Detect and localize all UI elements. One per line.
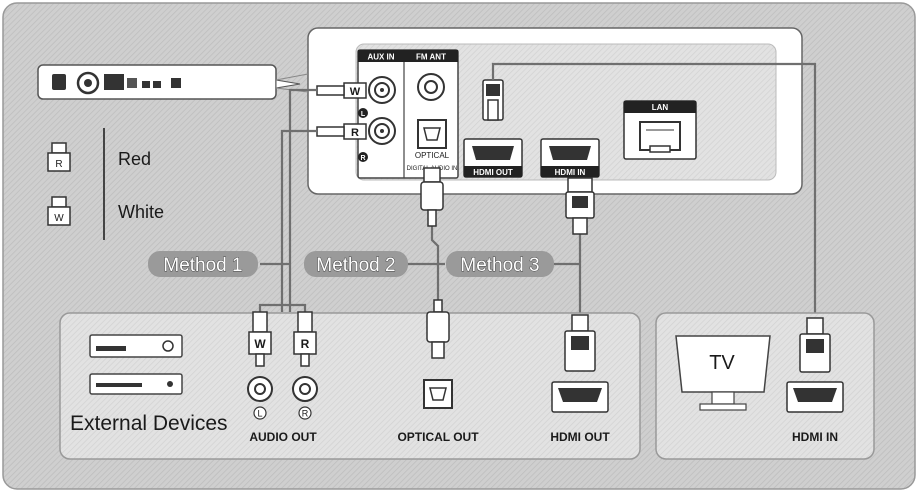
- hdmi-out-jack-external: [551, 381, 609, 413]
- optical-label: OPTICAL: [415, 151, 450, 160]
- aux-fm-optical-block: AUX IN FM ANT L R OPTICAL DIGITAL AUDIO …: [357, 49, 459, 179]
- red-plug-icon: R: [47, 142, 71, 172]
- tv-hdmi-plug: [799, 317, 831, 373]
- hdmi-in-port: HDMI IN: [540, 138, 600, 178]
- method-3-pill: Method 3: [446, 251, 554, 277]
- method-2-pill: Method 2: [304, 251, 408, 277]
- audio-cable-white: [288, 88, 317, 312]
- tv-hdmi-in-label: HDMI IN: [792, 430, 838, 444]
- optical-in-jack: [417, 119, 447, 149]
- optical-out-jack: [423, 379, 453, 409]
- audio-plug-r: R: [301, 337, 310, 351]
- method-1-pill: Method 1: [148, 251, 258, 277]
- lan-port: LAN: [623, 100, 697, 160]
- hdmi-cable-tv: [491, 62, 817, 318]
- method-1-label: Method 1: [163, 255, 242, 276]
- optical-cable: [430, 225, 440, 300]
- optical-out-label: OPTICAL OUT: [397, 430, 479, 444]
- legend: R W Red White: [47, 128, 164, 240]
- hdmi-plug-under-player: [565, 177, 595, 235]
- lan-label: LAN: [652, 103, 669, 112]
- jack-l-mark: L: [361, 111, 366, 118]
- external-hdmi-out-label: HDMI OUT: [550, 430, 610, 444]
- external-device-2-icon: [89, 373, 183, 395]
- cables: [258, 62, 817, 318]
- audio-jack-r-mark: R: [302, 409, 309, 419]
- aux-in-label: AUX IN: [367, 53, 394, 62]
- external-devices-title: External Devices: [70, 412, 228, 435]
- fm-ant-label: FM ANT: [416, 53, 446, 62]
- audio-out-plug-red: R: [293, 311, 317, 367]
- optical-plug-top: [420, 167, 444, 227]
- tv-hdmi-in-jack: [786, 381, 844, 413]
- method-2-label: Method 2: [316, 255, 395, 276]
- plug-w-letter: W: [350, 86, 361, 98]
- aux-in-red-jack: [368, 117, 396, 145]
- legend-white-label: White: [118, 202, 164, 222]
- optical-out-plug: [426, 299, 450, 359]
- audio-plug-w: W: [254, 337, 266, 351]
- audio-out-jack-right: [292, 376, 318, 402]
- legend-red-label: Red: [118, 149, 151, 169]
- hdmi-plug-top: [482, 79, 504, 121]
- fm-ant-jack: [417, 73, 445, 101]
- audio-cable-red: [280, 129, 317, 312]
- hdmi-out-port: HDMI OUT: [463, 138, 523, 178]
- tv-label: TV: [709, 352, 735, 374]
- jack-r-mark: R: [360, 155, 365, 162]
- tv-icon: TV: [675, 335, 771, 411]
- audio-out-plug-white: W: [248, 311, 272, 367]
- player-front-device: [37, 64, 309, 100]
- audio-out-jack-left: [247, 376, 273, 402]
- white-plug-icon: W: [47, 196, 71, 226]
- audio-cable-split: [258, 303, 307, 312]
- hdmi-in-label: HDMI IN: [555, 168, 586, 177]
- hdmi-out-label: HDMI OUT: [473, 168, 513, 177]
- red-plug-letter: R: [55, 159, 62, 170]
- aux-in-white-jack: [368, 76, 396, 104]
- plug-r-letter: R: [351, 127, 359, 139]
- audio-out-label: AUDIO OUT: [249, 430, 317, 444]
- external-devices-panel: [59, 312, 641, 460]
- audio-jack-l-mark: L: [257, 409, 262, 419]
- external-device-1-icon: [89, 334, 183, 358]
- white-plug-letter: W: [54, 213, 64, 224]
- method-3-label: Method 3: [460, 255, 539, 276]
- hdmi-out-plug-external: [564, 314, 596, 372]
